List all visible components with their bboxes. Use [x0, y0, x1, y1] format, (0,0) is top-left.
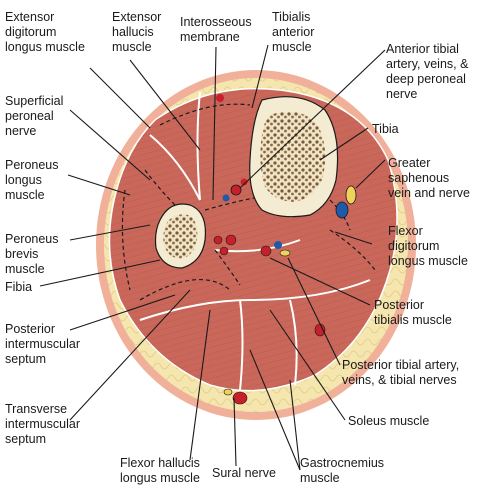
posterior-tibial-artery — [260, 245, 272, 257]
label-tibia: Tibia — [372, 122, 399, 136]
peroneal-artery-2 — [225, 234, 237, 246]
greater-saphenous-vein — [335, 201, 349, 219]
label-extensor-hallucis: Extensor hallucis muscle — [112, 10, 162, 54]
anterior-tibial-artery — [230, 184, 242, 196]
superficial-vessel-top — [216, 94, 224, 102]
peroneal-artery-1 — [213, 235, 223, 245]
label-sural: Sural nerve — [212, 466, 276, 480]
sural-nerve-mark — [223, 388, 233, 396]
label-posterior-tibialis: Posterior tibialis muscle — [374, 298, 452, 327]
label-superficial-peroneal: Superficial peroneal nerve — [5, 94, 64, 138]
label-transverse-septum: Transverse intermuscular septum — [5, 402, 81, 446]
posterior-tibial-vein — [274, 241, 282, 249]
label-tibialis-anterior: Tibialis anterior muscle — [272, 10, 315, 54]
greater-saphenous-nerve — [345, 185, 357, 205]
label-interosseous: Interosseous membrane — [180, 15, 252, 44]
anterior-tibial-vein-2 — [240, 178, 248, 186]
label-flexor-digitorum: Flexor digitorum longus muscle — [388, 224, 468, 268]
tibia-marrow — [260, 111, 326, 202]
label-flexor-hallucis: Flexor hallucis longus muscle — [120, 456, 200, 485]
label-posterior-tibial-artery: Posterior tibial artery, veins, & tibial… — [342, 358, 460, 387]
label-posterior-septum: Posterior intermuscular septum — [5, 322, 81, 366]
fibula-marrow — [163, 214, 198, 259]
compartment-boundaries — [121, 103, 376, 301]
sural-vessel — [232, 391, 248, 405]
tibial-nerve — [279, 249, 291, 257]
label-anterior-tibial-artery: Anterior tibial artery, veins, & deep pe… — [386, 42, 469, 101]
label-soleus: Soleus muscle — [348, 414, 430, 428]
label-peroneus-longus: Peroneus longus muscle — [5, 158, 59, 202]
anterior-tibial-vein — [222, 194, 230, 202]
label-fibia: Fibia — [5, 280, 33, 294]
peroneal-artery-3 — [219, 246, 229, 256]
label-extensor-digitorum: Extensor digitorum longus muscle — [5, 10, 85, 54]
label-peroneus-brevis: Peroneus brevis muscle — [5, 232, 59, 276]
leader-lines — [39, 44, 386, 471]
label-greater-saphenous: Greater saphenous vein and nerve — [388, 156, 471, 200]
label-gastrocnemius: Gastrocnemius muscle — [300, 456, 385, 485]
vessels — [213, 94, 357, 405]
